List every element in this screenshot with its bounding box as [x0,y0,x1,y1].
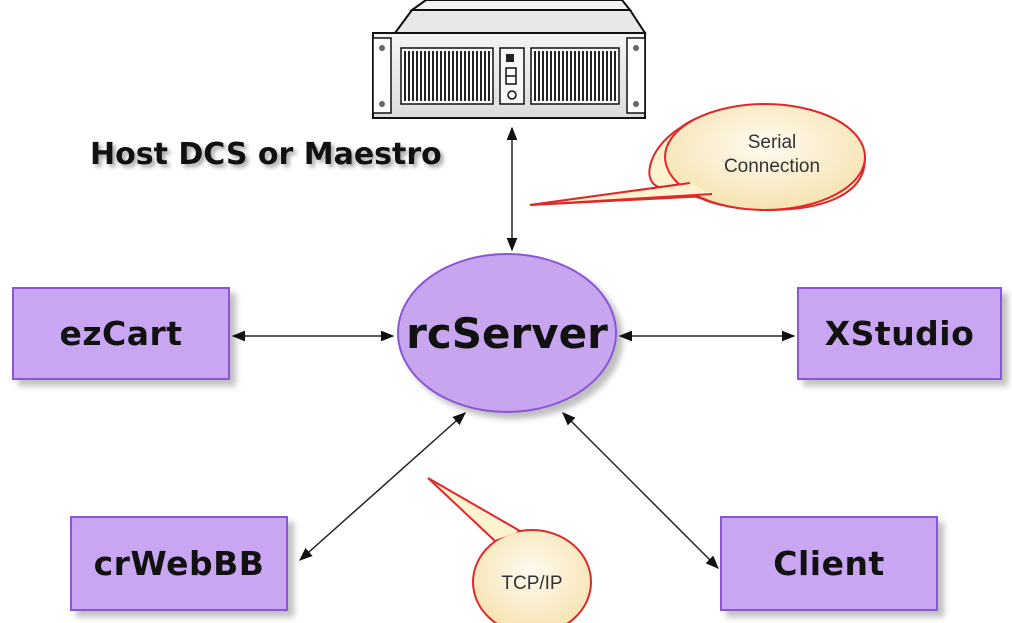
rcserver-to-crwebbb-connector [298,412,467,561]
rcserver-to-client-connector [562,412,719,569]
client-node: Client [720,516,938,611]
crwebbb-node: crWebBB [70,516,288,611]
ezcart-node: ezCart [12,287,230,380]
server-rack-icon [372,0,647,119]
rcserver-node: rcServer [397,253,617,413]
xstudio-node: XStudio [797,287,1002,380]
serial-callout-bubble [529,103,866,212]
host-dcs-label: Host DCS or Maestro [90,137,442,172]
serial-connection-label: Serial Connection [723,132,821,177]
tcp-ip-label: TCP/IP [501,573,563,594]
tcp-callout-bubble [427,477,592,623]
